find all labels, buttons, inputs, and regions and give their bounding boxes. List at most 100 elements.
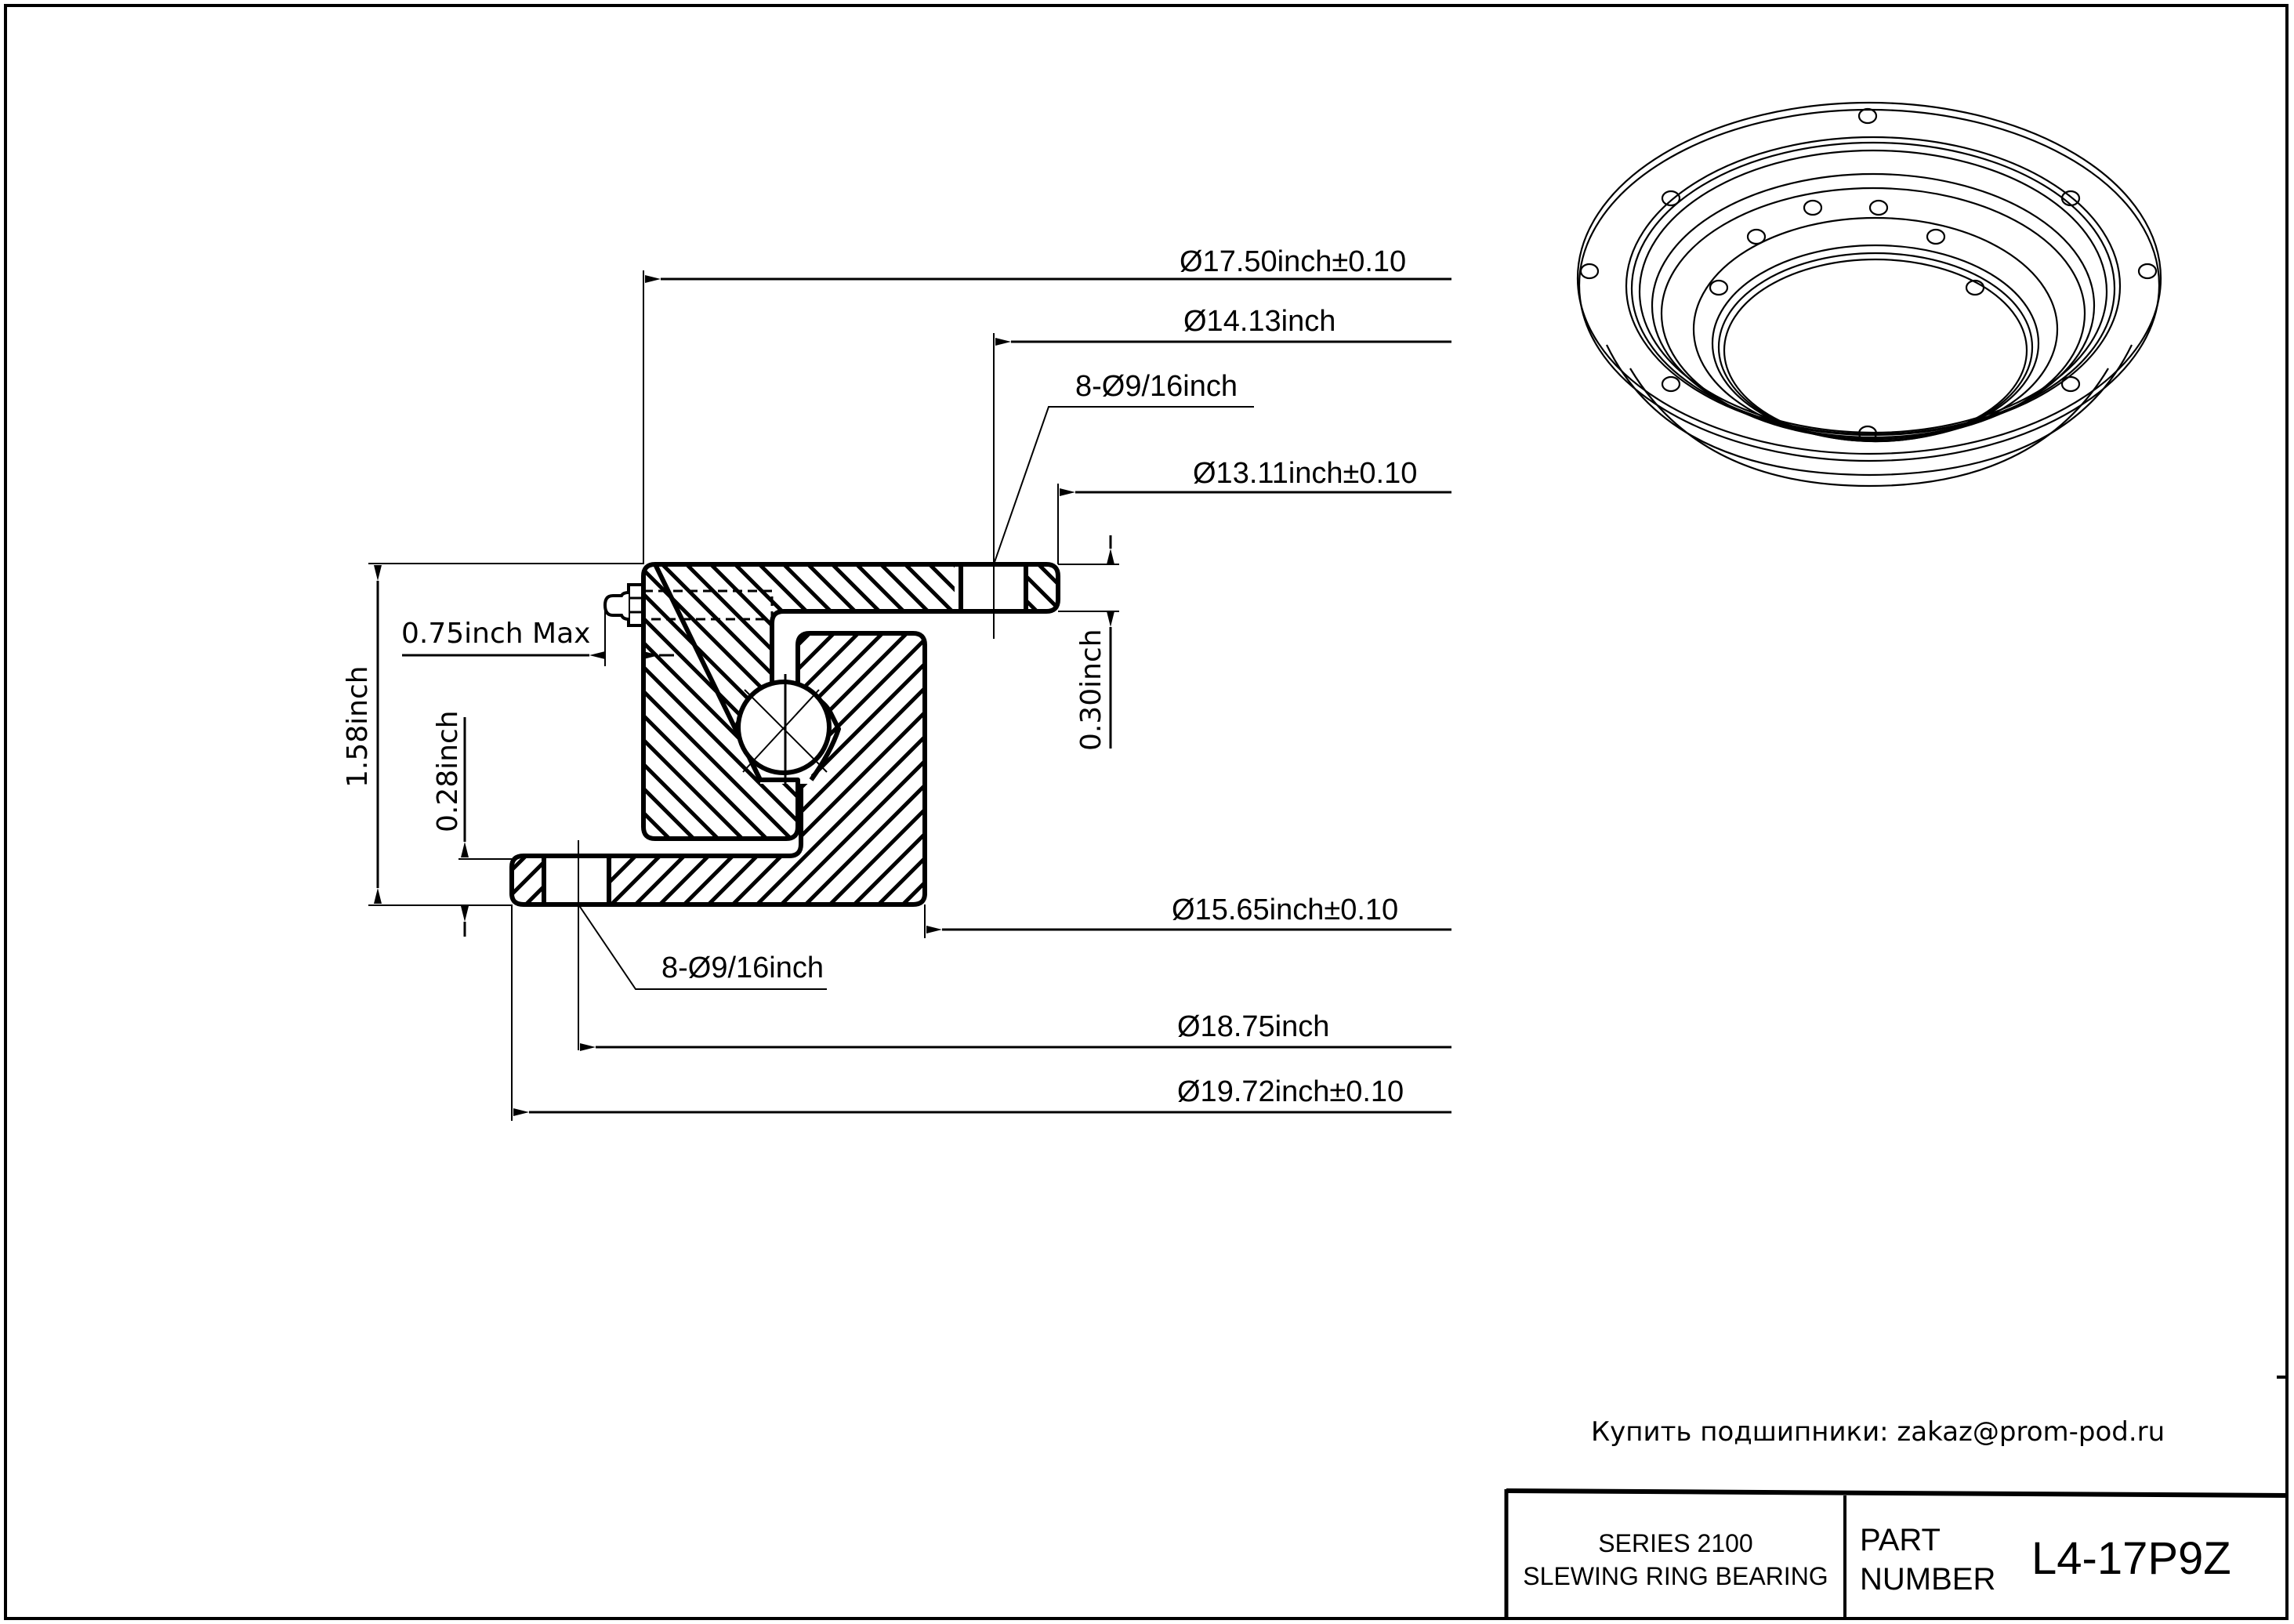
- hatch-line: [643, 564, 711, 839]
- hatch-line: [643, 564, 808, 839]
- hatch-line: [643, 564, 832, 839]
- hatch-line: [1026, 564, 1059, 611]
- hatch-line: [1120, 549, 1198, 627]
- iso-hole: [1709, 279, 1729, 296]
- hatch-line: [1144, 549, 1223, 627]
- iso-hole: [1857, 425, 1878, 442]
- hatch-line: [610, 633, 777, 904]
- hatch-line: [643, 564, 759, 839]
- inner-ring-outline: [641, 562, 1060, 841]
- dim-holes-top-label: 8-Ø9/16inch: [1075, 370, 1238, 403]
- hatch-line: [1230, 549, 1535, 854]
- dim-1-58-label: 1.58inch: [342, 665, 374, 788]
- part-number: L4-17P9Z: [2031, 1533, 2231, 1584]
- hatch-line: [610, 633, 631, 904]
- dim-0-28-label: 0.28inch: [432, 710, 464, 832]
- isometric-view: [1576, 101, 2162, 488]
- hatch-line: [926, 549, 1004, 627]
- hatch-line: [901, 549, 980, 627]
- hatch-line: [1026, 564, 1059, 611]
- hatch-line: [1278, 549, 1584, 854]
- hatch-line: [1012, 619, 1310, 917]
- hatch-line: [1108, 549, 1414, 854]
- iso-hole: [2137, 263, 2158, 280]
- hatch-line: [987, 549, 1292, 854]
- iso-hole: [1579, 263, 1600, 280]
- hatch-line: [1096, 549, 1174, 627]
- ball-contact-line: [742, 689, 820, 773]
- iso-bore: [1723, 258, 2028, 443]
- iso-hole: [1661, 190, 1681, 207]
- hatch-line: [1084, 549, 1390, 854]
- hatch-line: [962, 549, 1268, 854]
- hatch-line: [839, 564, 955, 839]
- outer-ring-outline: [509, 631, 927, 907]
- series-label: SERIES 2100: [1598, 1529, 1752, 1557]
- dim-holes-bottom-label: 8-Ø9/16inch: [661, 952, 824, 984]
- iso-inner-ring: [1692, 216, 2059, 442]
- dimensions: Ø17.50inch±0.10 Ø14.13inch 8-Ø9/16inch Ø…: [342, 245, 1451, 1121]
- hatch-line: [512, 856, 513, 904]
- leader-bottom-holes: [578, 904, 827, 990]
- dim-0-30-label: 0.30inch: [1075, 629, 1107, 751]
- hatch-line: [889, 633, 925, 904]
- iso-mount-holes: [1579, 107, 2158, 442]
- hatch-line: [1157, 549, 1462, 854]
- hatch-line: [1133, 549, 1438, 854]
- dim-d13-11-label: Ø13.11inch±0.10: [1193, 457, 1417, 490]
- iso-hole: [2060, 375, 2081, 393]
- grease-fitting: [603, 583, 774, 627]
- hatch-line: [1255, 619, 1553, 917]
- hatch-line: [694, 564, 955, 839]
- hatch-line: [963, 619, 1261, 917]
- hatch-line: [1158, 619, 1455, 917]
- dim-0-75-label: 0.75inch Max: [401, 618, 590, 650]
- inner-ring-tip-hatch: [901, 549, 1223, 627]
- hatch-line: [694, 633, 925, 904]
- hatch-line: [1085, 619, 1383, 917]
- hatch-line: [512, 856, 544, 904]
- dim-d18-75-label: Ø18.75inch: [1177, 1010, 1329, 1043]
- iso-hole: [1926, 228, 1946, 245]
- leader-top-holes: [993, 406, 1254, 565]
- hatch-line: [743, 633, 925, 904]
- hatch-line: [610, 633, 680, 904]
- hatch-line: [1206, 619, 1504, 917]
- hatch-line: [1026, 564, 1054, 611]
- hatch-line: [767, 633, 925, 904]
- hatch-line: [913, 633, 925, 904]
- hatch-line: [1205, 549, 1511, 854]
- contact-note: Купить подшипники: zakaz@prom-pod.ru: [1591, 1416, 2165, 1448]
- hatch-line: [1109, 619, 1407, 917]
- iso-hole: [1661, 375, 1681, 393]
- hatch-line: [719, 633, 925, 904]
- hatch-line: [1254, 549, 1560, 854]
- cross-section-view: [392, 339, 1608, 1050]
- hatch-line: [815, 564, 955, 839]
- hatch-line: [1182, 619, 1480, 917]
- hatch-line: [1303, 549, 1608, 854]
- hatch-line: [864, 564, 955, 839]
- iso-hole: [1803, 199, 1823, 216]
- hatch-line: [988, 619, 1285, 917]
- hatch-line: [392, 846, 462, 917]
- dim-d15-65-label: Ø15.65inch±0.10: [1172, 894, 1398, 926]
- iso-hole: [2060, 190, 2081, 207]
- hatch-line: [643, 564, 735, 839]
- title-block: SERIES 2100 SLEWING RING BEARING PART NU…: [1504, 1488, 2288, 1619]
- iso-hole: [1857, 107, 1878, 125]
- hatch-line: [416, 846, 487, 917]
- hatch-line: [816, 633, 925, 904]
- dim-d19-72-label: Ø19.72inch±0.10: [1177, 1075, 1404, 1108]
- dim-d17-50-label: Ø17.50inch±0.10: [1180, 245, 1406, 278]
- hatch-line: [1181, 549, 1487, 854]
- hatch-line: [840, 633, 925, 904]
- part-label-line2: NUMBER: [1860, 1562, 1995, 1597]
- hatch-line: [888, 564, 955, 839]
- hatch-line: [1071, 549, 1150, 627]
- hatch-line: [792, 633, 925, 904]
- iso-outer-flange: [1576, 101, 2162, 455]
- hatch-line: [1230, 619, 1528, 917]
- iso-hole: [1746, 228, 1767, 245]
